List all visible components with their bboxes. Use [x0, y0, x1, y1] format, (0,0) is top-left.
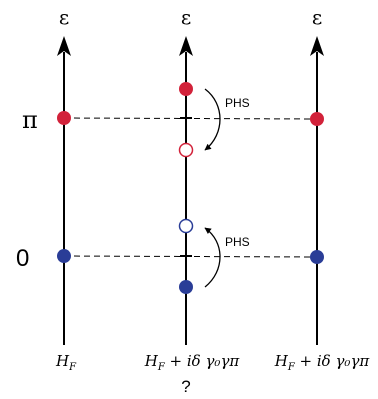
- column-label-middle-h: H: [144, 352, 159, 370]
- left-red-state: [57, 111, 71, 125]
- left-blue-state: [57, 249, 71, 263]
- axis-label-middle: ε: [181, 5, 191, 29]
- middle-red-hollow-state: [178, 142, 194, 158]
- column-label-right-rest: + iδ γ₀γπ: [295, 352, 371, 370]
- phs-label-upper: PHS: [225, 96, 250, 110]
- column-label-left-h: H: [55, 352, 70, 370]
- column-label-middle-sub: F: [157, 362, 166, 373]
- column-label-middle: HF + iδ γ₀γπ: [144, 352, 241, 373]
- right-blue-state: [310, 250, 324, 264]
- zero-level-line: [63, 255, 318, 258]
- right-red-state: [310, 112, 324, 126]
- pi-level-line: [63, 117, 318, 120]
- middle-blue-hollow-state: [178, 218, 194, 234]
- phs-arrow-lower: [204, 227, 221, 288]
- pi-level-label: π: [22, 106, 38, 134]
- column-label-left-sub: F: [68, 362, 77, 373]
- axis-label-left: ε: [59, 5, 69, 29]
- axis-left: [57, 36, 71, 345]
- column-label-right: HF + iδ γ₀γπ: [274, 352, 371, 373]
- axis-middle: [179, 36, 193, 345]
- question-mark: ?: [181, 377, 190, 396]
- phs-label-lower: PHS: [225, 235, 250, 249]
- zero-level-label: 0: [16, 245, 29, 272]
- column-label-middle-rest: + iδ γ₀γπ: [165, 352, 241, 370]
- column-label-left: HF: [55, 352, 77, 373]
- axis-label-right: ε: [312, 5, 322, 29]
- middle-red-filled-state: [179, 82, 193, 96]
- column-label-right-h: H: [274, 352, 289, 370]
- column-label-right-sub: F: [287, 362, 296, 373]
- phs-arrow-upper: [204, 88, 221, 151]
- middle-blue-filled-state: [179, 280, 193, 294]
- axis-right: [310, 36, 324, 345]
